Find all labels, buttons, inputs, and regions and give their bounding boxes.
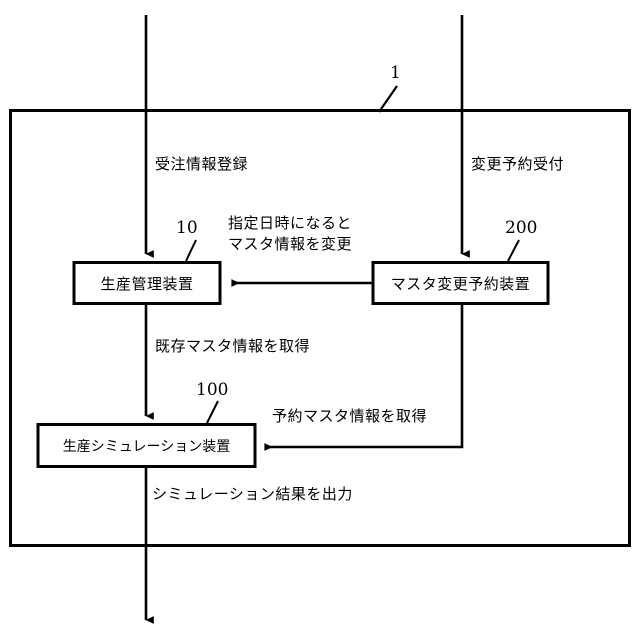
leader-line-ref-200	[507, 239, 520, 262]
ref-numeral-1: 1	[390, 63, 401, 83]
flow-label-change-reservation-receipt: 変更予約受付	[471, 155, 565, 173]
leader-line-ref-10	[185, 239, 197, 262]
system-boundary-rect	[9, 109, 631, 547]
flow-label-master-change-line1: 指定日時になると	[228, 214, 353, 232]
ref-numeral-200: 200	[505, 218, 538, 238]
leader-line-ref-1	[378, 85, 398, 113]
flow-arrow-reserved-master-fetch	[264, 304, 464, 451]
flow-label-order-registration: 受注情報登録	[155, 155, 249, 173]
ref-numeral-10: 10	[176, 218, 198, 238]
block-label-production-simulation[interactable]: 生産シミュレーション装置	[62, 438, 231, 455]
flow-label-existing-master-fetch: 既存マスタ情報を取得	[155, 337, 311, 355]
flow-label-simulation-output: シミュレーション結果を出力	[152, 485, 353, 503]
block-master-change-reservation-rect[interactable]	[371, 261, 550, 305]
block-production-management-rect[interactable]	[72, 261, 222, 305]
flow-label-master-change-line2: マスタ情報を変更	[228, 235, 353, 253]
block-label-master-change-reservation[interactable]: マスタ変更予約装置	[390, 274, 531, 293]
block-production-simulation-rect[interactable]	[36, 423, 257, 468]
leader-line-ref-100	[206, 400, 219, 424]
block-label-production-management[interactable]: 生産管理装置	[100, 274, 194, 293]
flow-label-reserved-master-fetch: 予約マスタ情報を取得	[272, 407, 428, 425]
ref-numeral-100: 100	[196, 380, 229, 400]
